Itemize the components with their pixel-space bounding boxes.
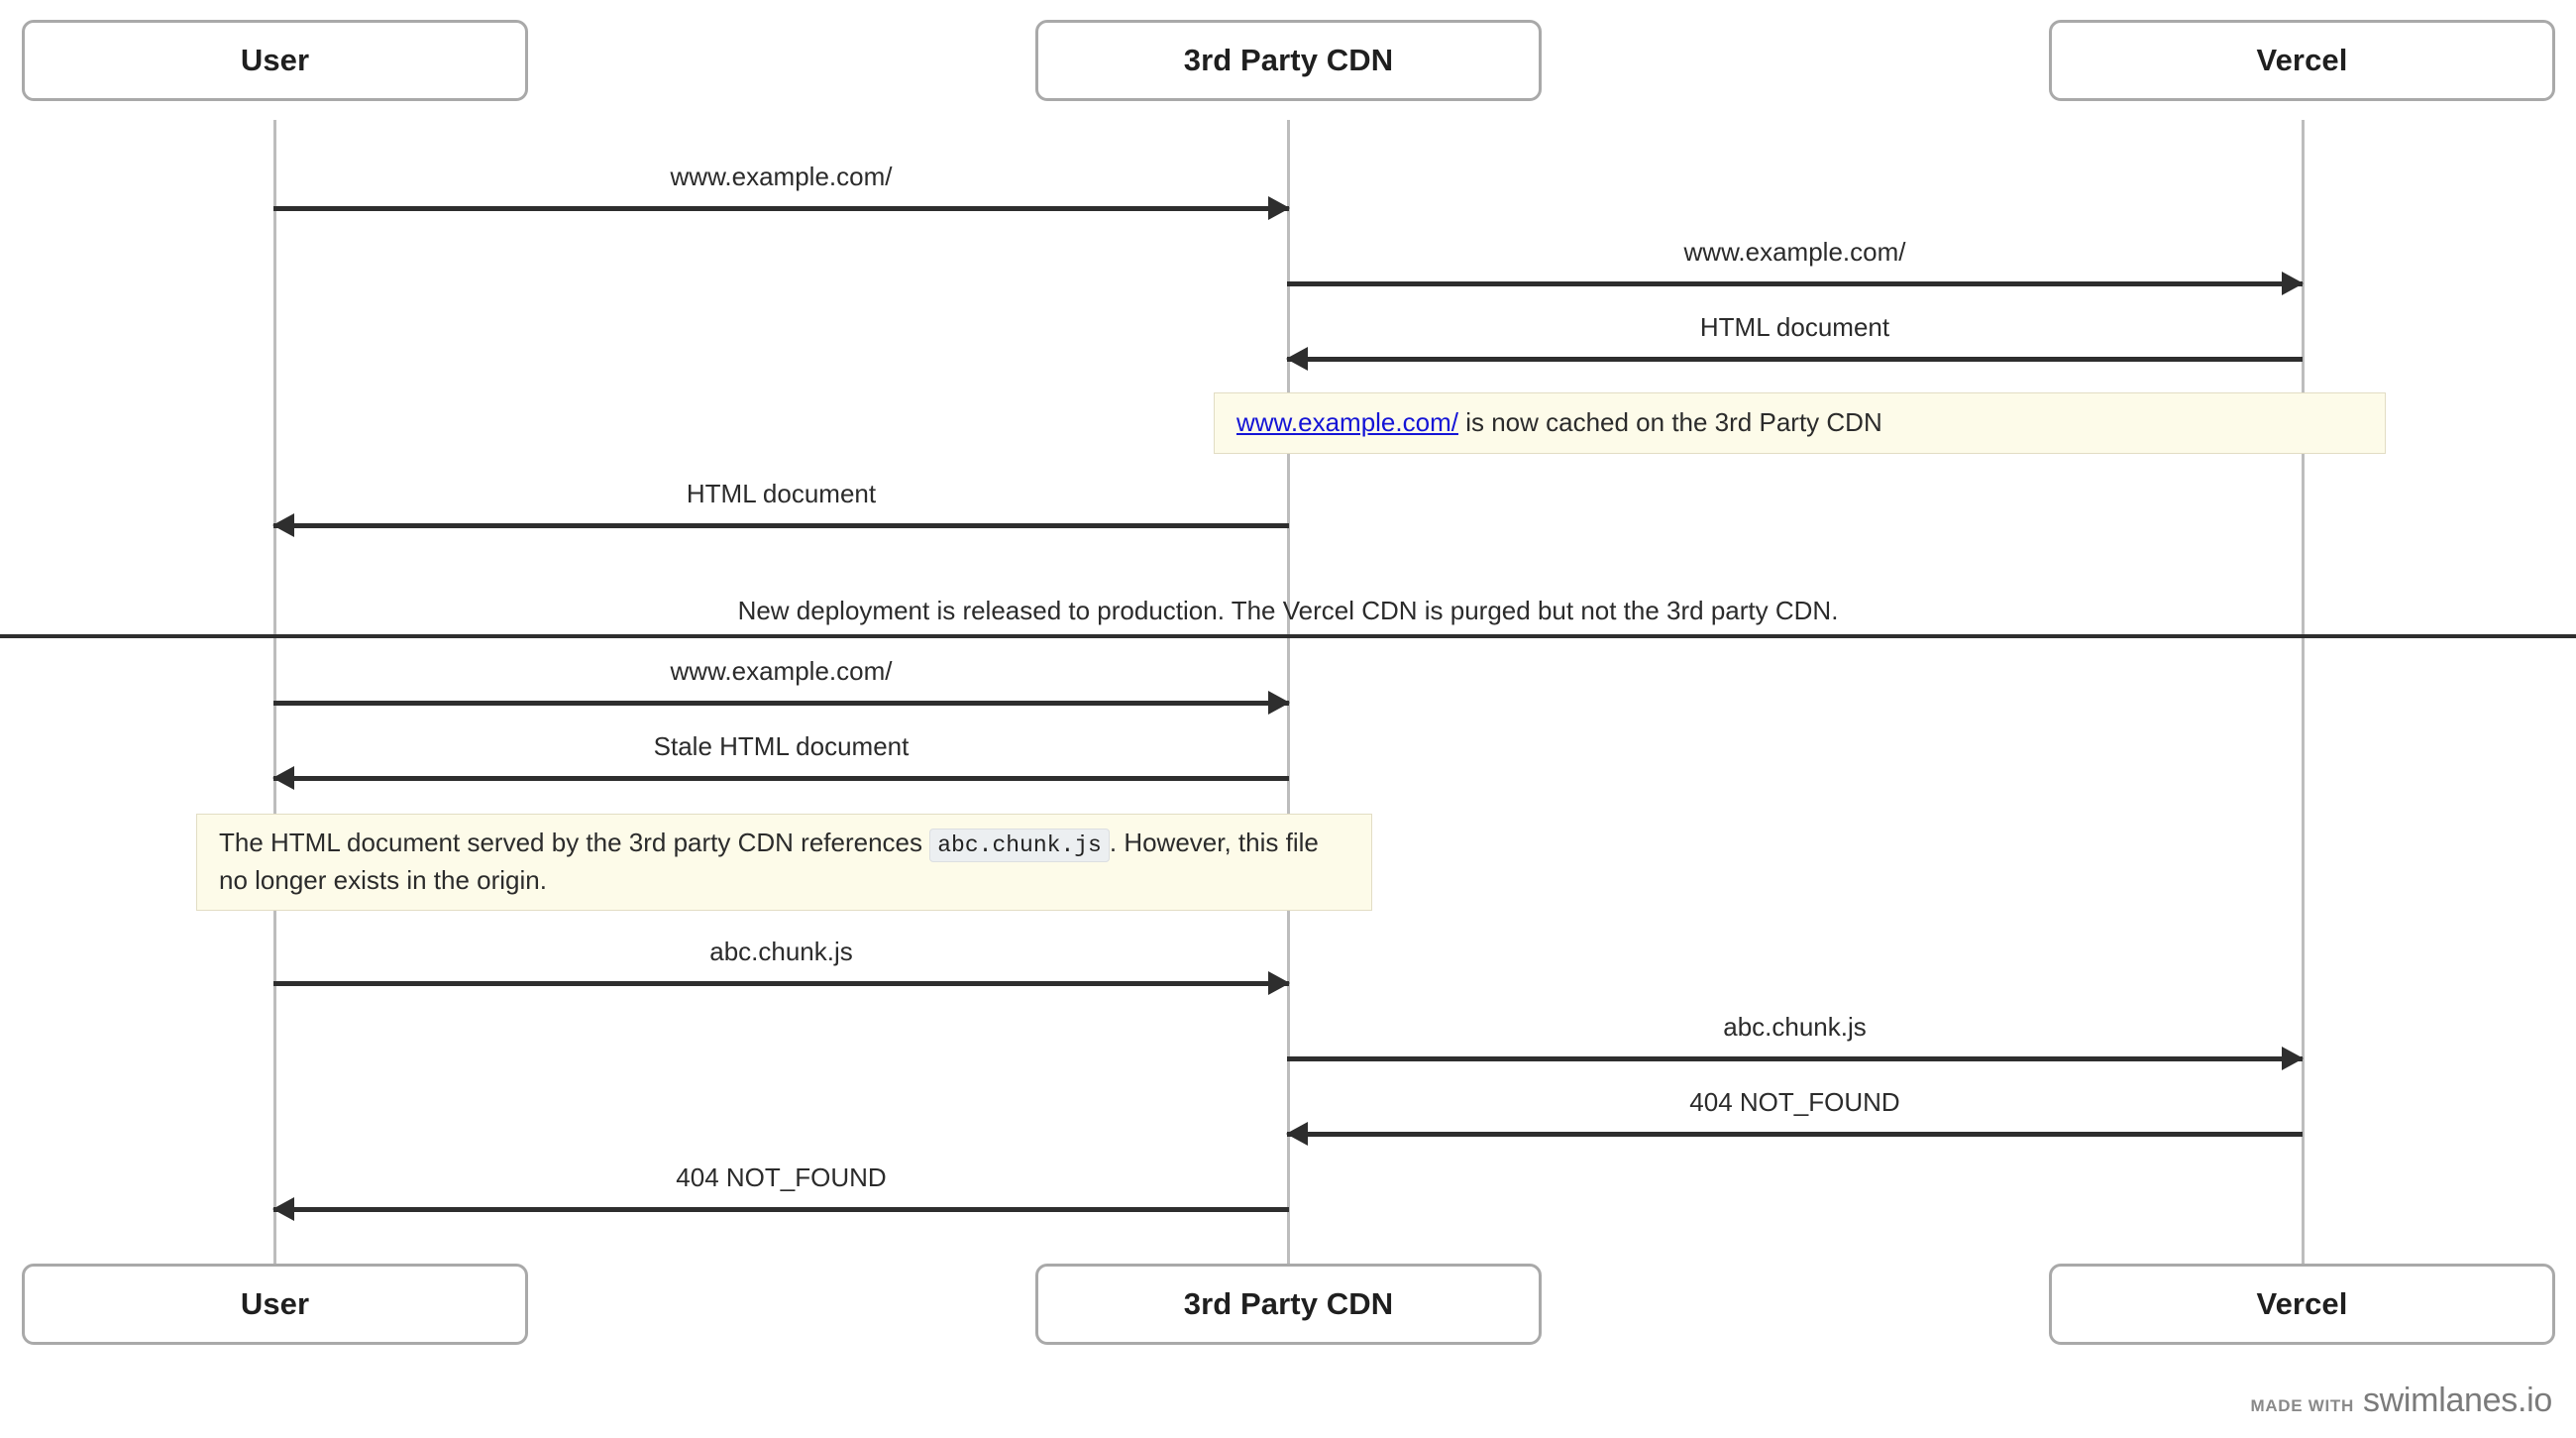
message-line xyxy=(273,206,1289,211)
message-label: www.example.com/ xyxy=(670,655,893,686)
message-label: Stale HTML document xyxy=(653,730,910,761)
lifeline-vercel xyxy=(2302,120,2305,1266)
note-text-after: is now cached on the 3rd Party CDN xyxy=(1457,407,1882,438)
message-line xyxy=(1287,281,2303,286)
message-line xyxy=(273,701,1289,706)
participant-user-bottom[interactable]: User xyxy=(22,1264,528,1345)
arrowhead-left-icon xyxy=(1286,347,1308,371)
participant-label: Vercel xyxy=(2256,43,2348,77)
note-link-example-url[interactable]: www.example.com/ xyxy=(1236,407,1458,438)
note-cached-on-cdn: www.example.com/ is now cached on the 3r… xyxy=(1214,392,2386,454)
note-text: The HTML document served by the 3rd part… xyxy=(219,825,1349,900)
participant-user-top[interactable]: User xyxy=(22,20,528,101)
note-inline-code: abc.chunk.js xyxy=(929,828,1110,862)
note-text-before: The HTML document served by the 3rd part… xyxy=(219,827,930,857)
note-text: www.example.com/ is now cached on the 3r… xyxy=(1236,404,1882,442)
arrowhead-left-icon xyxy=(272,513,294,537)
participant-label: Vercel xyxy=(2256,1286,2348,1321)
note-text-after: . However, this file no longer exists in… xyxy=(219,827,1319,896)
message-label: 404 NOT_FOUND xyxy=(676,1161,887,1192)
message-line xyxy=(1287,1132,2303,1137)
arrowhead-right-icon xyxy=(2282,1047,2304,1070)
message-line xyxy=(1287,1056,2303,1061)
note-chunk-missing: The HTML document served by the 3rd part… xyxy=(196,814,1372,911)
arrowhead-left-icon xyxy=(272,1197,294,1221)
message-line xyxy=(1287,357,2303,362)
arrowhead-right-icon xyxy=(1268,971,1290,995)
participant-vercel-bottom[interactable]: Vercel xyxy=(2049,1264,2555,1345)
participant-label: 3rd Party CDN xyxy=(1183,1286,1394,1321)
message-label: abc.chunk.js xyxy=(709,936,853,966)
arrowhead-right-icon xyxy=(1268,691,1290,715)
watermark-brand: swimlanes.io xyxy=(2362,1382,2552,1419)
message-line xyxy=(273,1207,1289,1212)
divider-new-deployment: New deployment is released to production… xyxy=(0,583,2576,638)
arrowhead-left-icon xyxy=(272,766,294,790)
message-label: abc.chunk.js xyxy=(1723,1011,1867,1042)
message-label: www.example.com/ xyxy=(1683,236,1906,267)
message-label: 404 NOT_FOUND xyxy=(1689,1086,1900,1117)
participant-cdn-top[interactable]: 3rd Party CDN xyxy=(1035,20,1542,101)
participant-label: 3rd Party CDN xyxy=(1183,43,1394,77)
participant-cdn-bottom[interactable]: 3rd Party CDN xyxy=(1035,1264,1542,1345)
message-label: HTML document xyxy=(1699,311,1890,342)
participant-label: User xyxy=(240,43,310,77)
message-line xyxy=(273,776,1289,781)
divider-line xyxy=(0,634,2576,638)
arrowhead-right-icon xyxy=(1268,196,1290,220)
lifeline-user xyxy=(273,120,276,1266)
divider-label: New deployment is released to production… xyxy=(737,596,1839,625)
message-label: www.example.com/ xyxy=(670,161,893,191)
arrowhead-left-icon xyxy=(1286,1122,1308,1146)
message-line xyxy=(273,523,1289,528)
watermark-made-with: MADE WITH xyxy=(2250,1396,2354,1415)
participant-label: User xyxy=(240,1286,310,1321)
message-line xyxy=(273,981,1289,986)
message-label: HTML document xyxy=(686,478,877,508)
watermark: MADE WITH swimlanes.io xyxy=(2250,1382,2552,1420)
arrowhead-right-icon xyxy=(2282,272,2304,295)
participant-vercel-top[interactable]: Vercel xyxy=(2049,20,2555,101)
